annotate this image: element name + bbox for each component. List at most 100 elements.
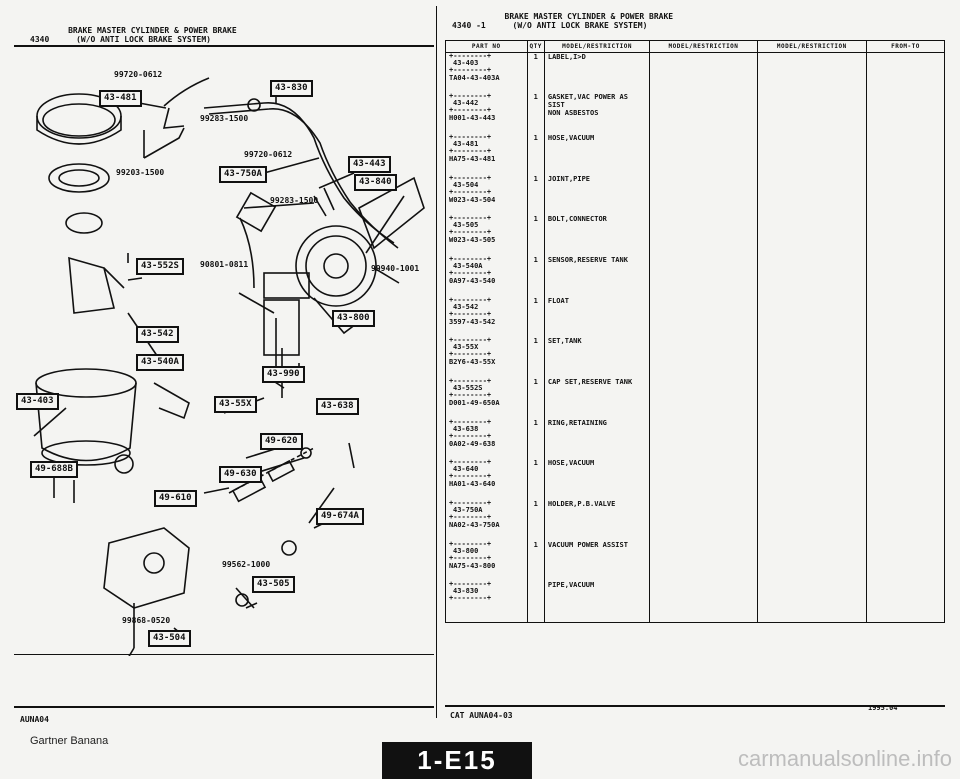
- callout-49-610: 49-610: [154, 490, 197, 507]
- callout-43-800: 43-800: [332, 310, 375, 327]
- description-cell: VACUUM POWER ASSIST: [543, 540, 651, 582]
- box-border-bottom: +--------+: [449, 553, 492, 562]
- from-to-cell: [865, 215, 946, 256]
- callout-43-481: 43-481: [99, 90, 142, 107]
- model-2-cell: [649, 378, 758, 419]
- footer-date: 1995.04: [868, 704, 898, 712]
- model-2-cell: [649, 581, 758, 623]
- box-border-bottom: +--------+: [449, 268, 492, 277]
- model-3-cell: [756, 459, 867, 501]
- model-3-cell: [756, 418, 867, 460]
- model-2-cell: [649, 255, 758, 297]
- ref-box: 43-638: [453, 424, 479, 433]
- left-title-line1: BRAKE MASTER CYLINDER & POWER BRAKE: [68, 26, 237, 35]
- model-2-cell: [649, 418, 758, 460]
- box-border-bottom: +--------+: [449, 309, 492, 318]
- from-to-cell: [865, 133, 946, 175]
- left-header-rule: [14, 45, 434, 47]
- description-cell: GASKET,VAC POWER AS SIST NON ASBESTOS: [543, 93, 651, 134]
- qty-cell: 1: [526, 174, 545, 216]
- qty-cell: [526, 581, 545, 623]
- col-header-from-to: FROM-TO: [865, 40, 946, 53]
- right-footer-rule: [445, 705, 945, 707]
- footer-left-code: AUNA04: [20, 715, 49, 724]
- qty-cell: 1: [526, 459, 545, 501]
- box-border-top: +--------+: [449, 417, 492, 426]
- part-code: NA02-43-750A: [449, 521, 500, 530]
- callout-43-504: 43-504: [148, 630, 191, 647]
- ref-box: 43-481: [453, 139, 479, 148]
- ref-box: 43-750A: [453, 506, 483, 515]
- ref-box: 43-640: [453, 465, 479, 474]
- box-border-bottom: +--------+: [449, 187, 492, 196]
- qty-cell: 1: [526, 93, 545, 134]
- footer-catalog-code: CAT AUNA04-03: [450, 711, 513, 720]
- model-2-cell: [649, 215, 758, 256]
- box-border-top: +--------+: [449, 377, 492, 385]
- callout-43-542: 43-542: [136, 326, 179, 343]
- part-code: 0A97-43-540: [449, 276, 496, 285]
- ref-box: 43-540A: [453, 261, 483, 270]
- partno-99720-0612-a: 99720-0612: [114, 70, 163, 79]
- part-no-cell: +--------+43-505+--------+W023-43-505: [445, 214, 528, 256]
- col-header-qty: QTY: [526, 40, 545, 53]
- callout-49-630: 49-630: [219, 466, 262, 483]
- box-border-top: +--------+: [449, 214, 492, 223]
- box-border-top: +--------+: [449, 539, 492, 548]
- part-no-cell: +--------+43-640+--------+HA01-43-640: [445, 459, 528, 501]
- qty-cell: 1: [526, 215, 545, 256]
- box-border-top: +--------+: [449, 132, 492, 141]
- partno-90801-0811: 90801-0811: [200, 260, 249, 269]
- from-to-cell: [865, 540, 946, 582]
- partno-99283-1500-b: 99283-1500: [270, 196, 319, 205]
- ref-box: 43-442: [453, 99, 479, 108]
- part-code: TA04-43-403A: [449, 74, 500, 82]
- diagram-bottom-rule: [14, 654, 434, 655]
- vacuum-pipe-top: [163, 77, 210, 107]
- col-header-model-3: MODEL/RESTRICTION: [756, 40, 867, 53]
- description-cell: JOINT,PIPE: [543, 174, 651, 216]
- ref-box: 43-542: [453, 302, 479, 311]
- model-2-cell: [649, 459, 758, 501]
- right-header: 4340 -1 BRAKE MASTER CYLINDER & POWER BR…: [452, 12, 673, 30]
- left-header: 4340 BRAKE MASTER CYLINDER & POWER BRAKE…: [30, 26, 237, 44]
- part-code: W023-43-505: [449, 236, 496, 245]
- part-code: 0A02-49-638: [449, 439, 496, 448]
- from-to-cell: [865, 296, 946, 338]
- description-cell: SENSOR,RESERVE TANK: [543, 255, 651, 297]
- model-2-cell: [649, 500, 758, 541]
- box-border-top: +--------+: [449, 336, 492, 345]
- box-border-top: +--------+: [449, 254, 492, 263]
- ref-box: 43-552S: [453, 384, 483, 392]
- model-3-cell: [756, 337, 867, 378]
- model-3-cell: [756, 174, 867, 216]
- section-code: 4340: [30, 35, 50, 44]
- callout-43-830: 43-830: [270, 80, 313, 97]
- left-footer-rule: [14, 706, 434, 708]
- callout-49-688B: 49-688B: [30, 461, 78, 478]
- part-no-cell: +--------+43-442+--------+H001-43-443: [445, 93, 528, 134]
- qty-cell: 1: [526, 337, 545, 378]
- part-code: NA75-43-800: [449, 561, 496, 570]
- description-cell: PIPE,VACUUM: [543, 581, 651, 623]
- qty-cell: 1: [526, 296, 545, 338]
- part-no-cell: +--------+43-55X+--------+B2Y6-43-55X: [445, 336, 528, 378]
- model-3-cell: [756, 296, 867, 338]
- qty-cell: 1: [526, 500, 545, 541]
- ref-box: 43-403: [453, 59, 479, 67]
- description-cell: RING,RETAINING: [543, 418, 651, 460]
- model-3-cell: [756, 378, 867, 419]
- model-2-cell: [649, 174, 758, 216]
- description-cell: HOLDER,P.B.VALVE: [543, 500, 651, 541]
- col-header-part-no: PART NO: [445, 40, 528, 53]
- part-code: W023-43-504: [449, 195, 496, 204]
